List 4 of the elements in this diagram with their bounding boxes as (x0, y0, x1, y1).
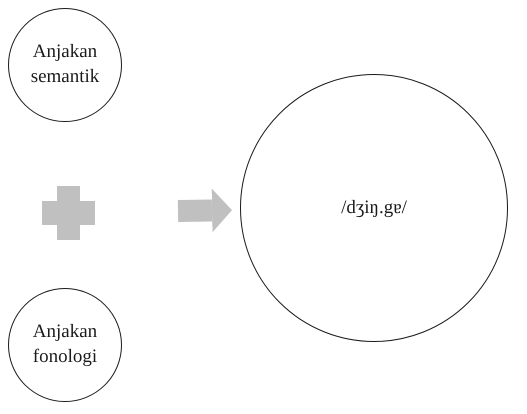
node-label: Anjakan semantik (30, 40, 100, 89)
block-arrow (178, 188, 232, 232)
node-label: Anjakan fonologi (32, 320, 98, 369)
node-label: /dʒiŋ.gɐ/ (341, 196, 407, 220)
